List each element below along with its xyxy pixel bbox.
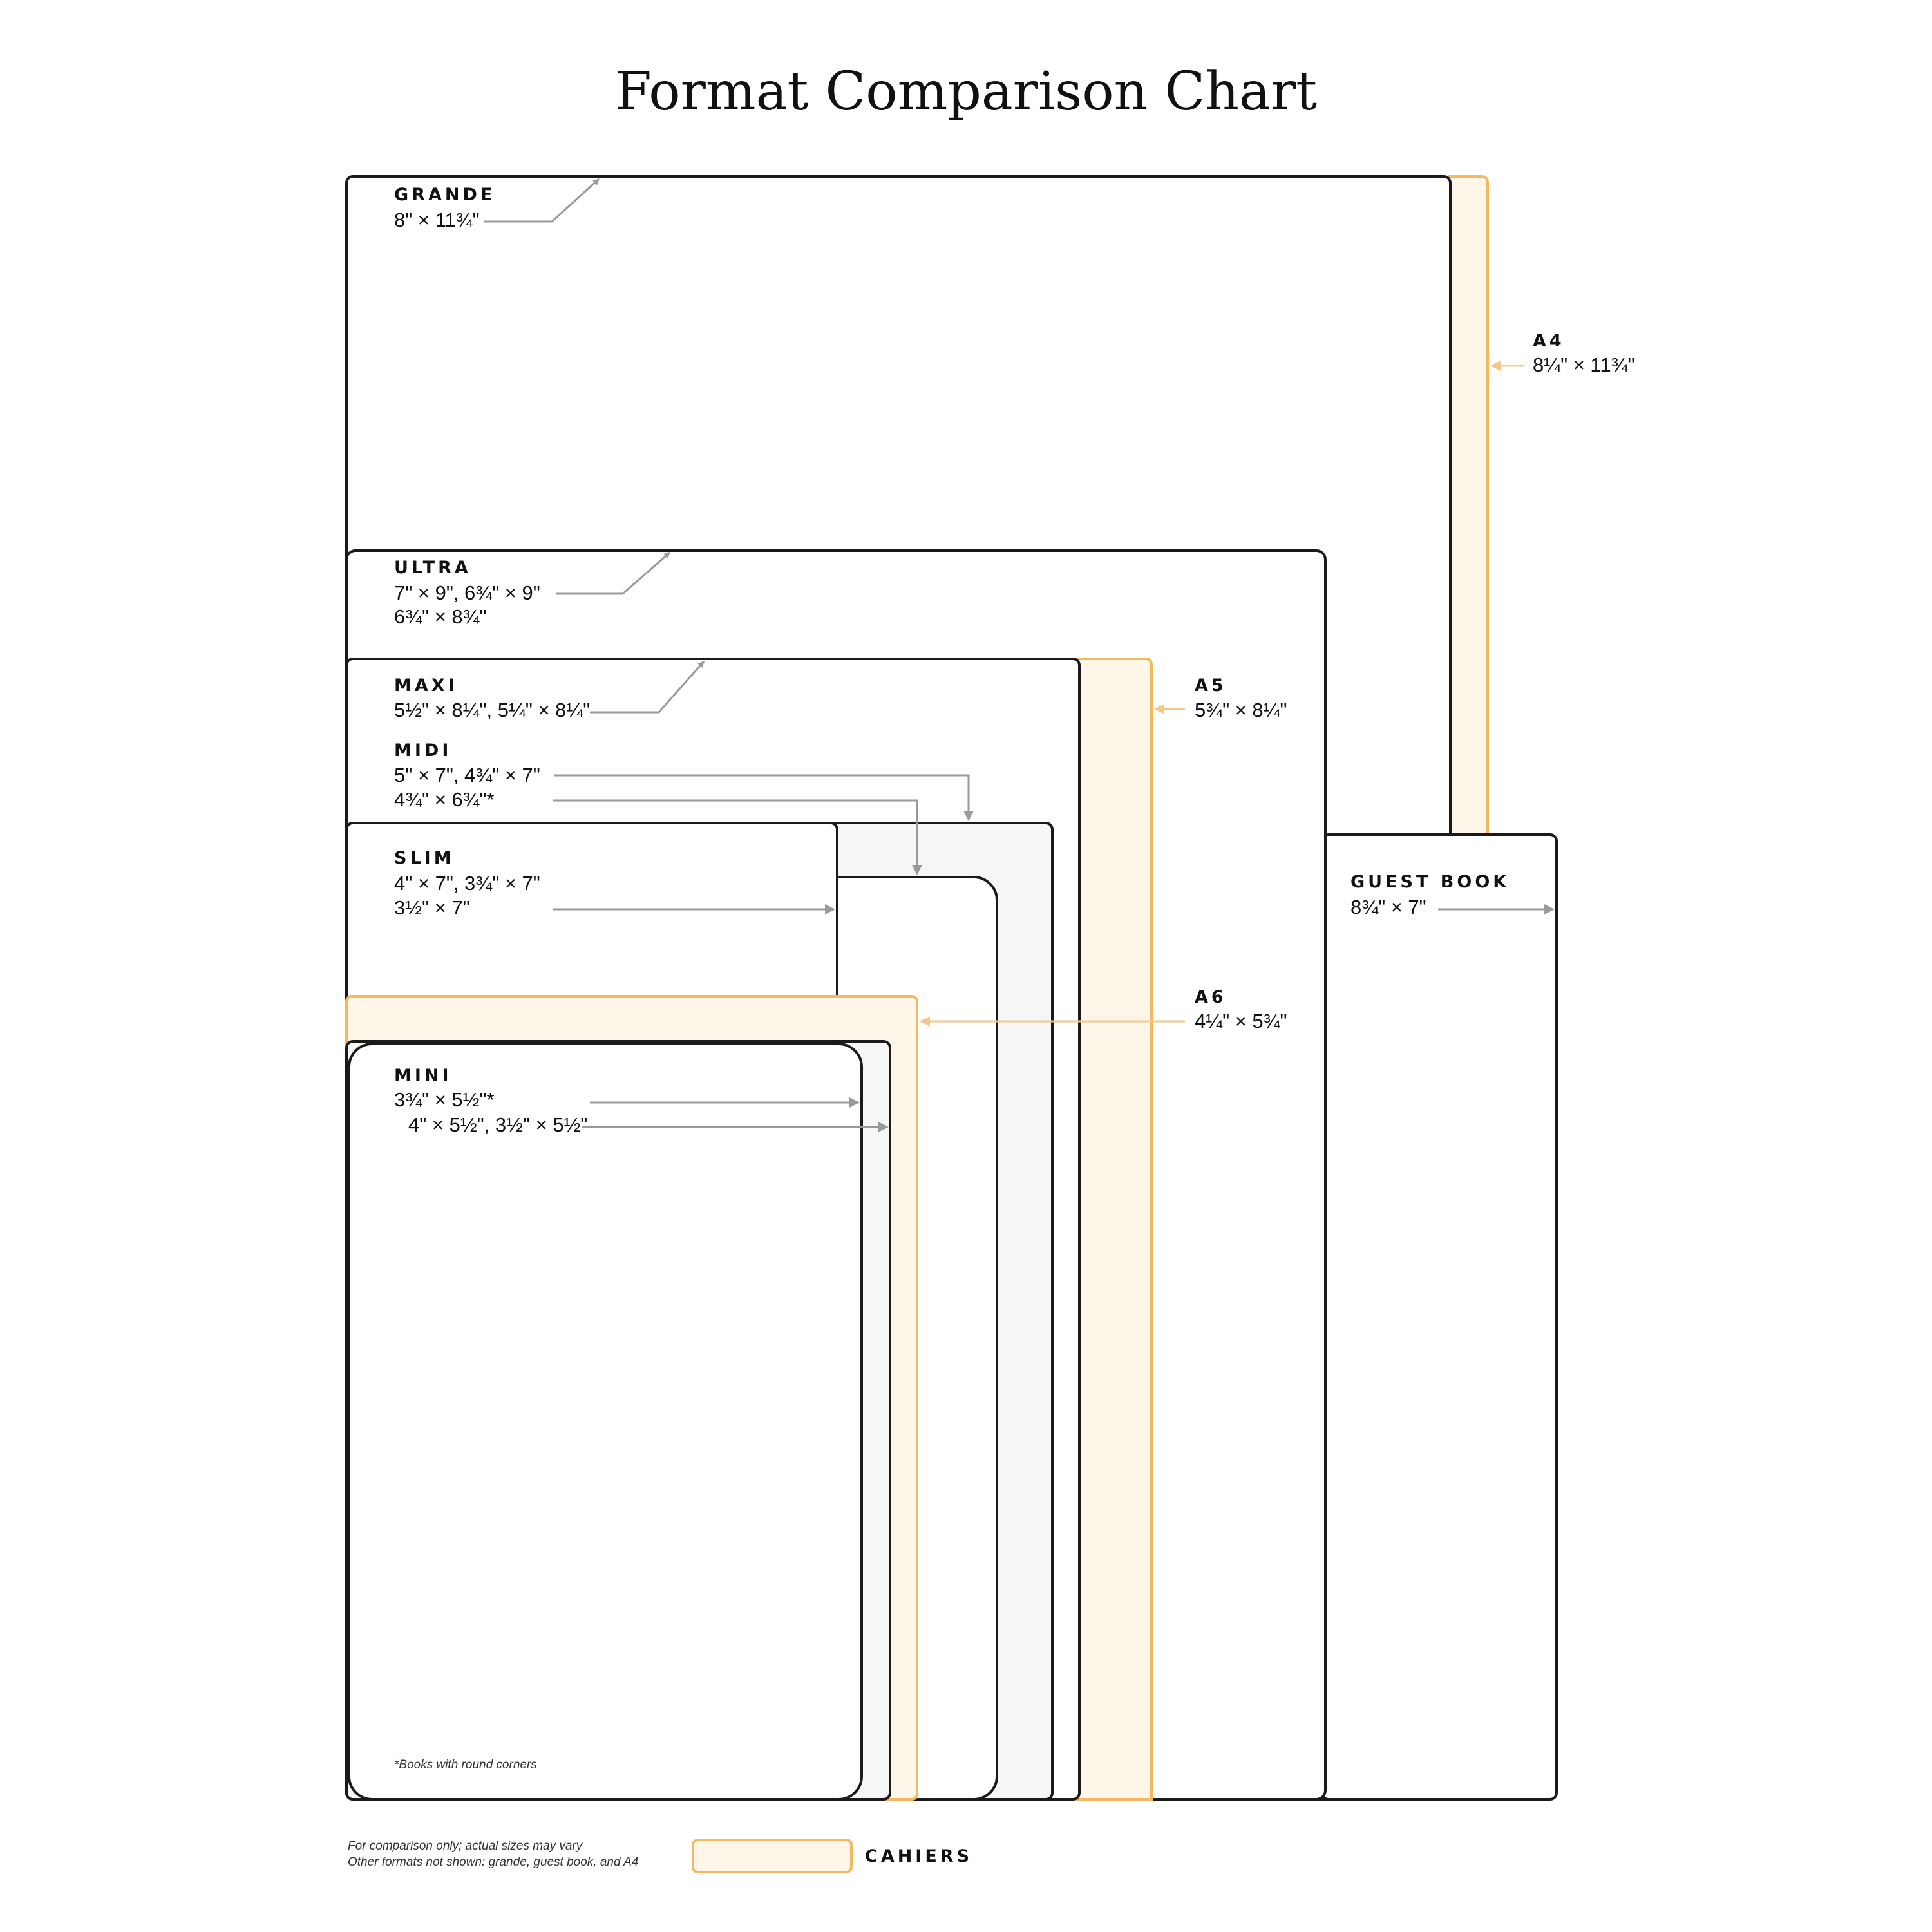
mini-size-2: 4" × 5½", 3½" × 5½"	[408, 1113, 587, 1136]
ultra-size-1: 7" × 9", 6¾" × 9"	[394, 582, 540, 604]
a6-label: A6	[1195, 987, 1227, 1007]
round-corners-footnote: *Books with round corners	[394, 1758, 537, 1772]
comparison-note-line-2: Other formats not shown: grande, guest b…	[348, 1855, 638, 1869]
maxi-leader	[590, 661, 705, 714]
slim-size-1: 4" × 7", 3¾" × 7"	[394, 872, 540, 895]
slim-label: SLIM	[394, 848, 455, 868]
grande-leader	[484, 178, 600, 223]
midi-leader-1	[554, 774, 974, 821]
midi-leader-2	[553, 799, 922, 875]
maxi-size: 5½" × 8¼", 5¼" × 8¼"	[394, 699, 590, 721]
grande-label: GRANDE	[394, 185, 495, 205]
guest-book-outline	[1321, 833, 1558, 1801]
a5-size: 5¾" × 8¼"	[1195, 699, 1287, 721]
a4-size: 8¼" × 11¾"	[1533, 354, 1634, 376]
ultra-size-2: 6¾" × 8¾"	[394, 605, 487, 628]
chart-title: Format Comparison Chart	[615, 61, 1317, 122]
a6-size: 4¼" × 5¾"	[1195, 1010, 1287, 1032]
grande-size: 8" × 11¾"	[394, 209, 480, 231]
a4-label: A4	[1533, 331, 1565, 351]
mini-size-1: 3¾" × 5½"*	[394, 1088, 495, 1111]
cahiers-legend-label: CAHIERS	[865, 1846, 972, 1866]
guest-book-label: GUEST BOOK	[1350, 872, 1510, 892]
a5-label: A5	[1195, 676, 1227, 696]
ultra-label: ULTRA	[394, 558, 471, 578]
ultra-leader	[556, 551, 670, 595]
midi-size-2: 4¾" × 6¾"*	[394, 788, 495, 811]
slim-size-2: 3½" × 7"	[394, 896, 470, 919]
guest-book-size: 8¾" × 7"	[1350, 896, 1426, 918]
midi-label: MIDI	[394, 741, 451, 761]
maxi-label: MAXI	[394, 676, 458, 696]
midi-size-1: 5" × 7", 4¾" × 7"	[394, 764, 540, 786]
mini-label: MINI	[394, 1066, 452, 1086]
mini-round-outline	[348, 1043, 863, 1801]
cahiers-legend-swatch	[692, 1839, 853, 1873]
a5-outline	[1074, 658, 1153, 1801]
comparison-note-line-1: For comparison only; actual sizes may va…	[348, 1839, 583, 1853]
a4-outline	[1448, 175, 1489, 835]
